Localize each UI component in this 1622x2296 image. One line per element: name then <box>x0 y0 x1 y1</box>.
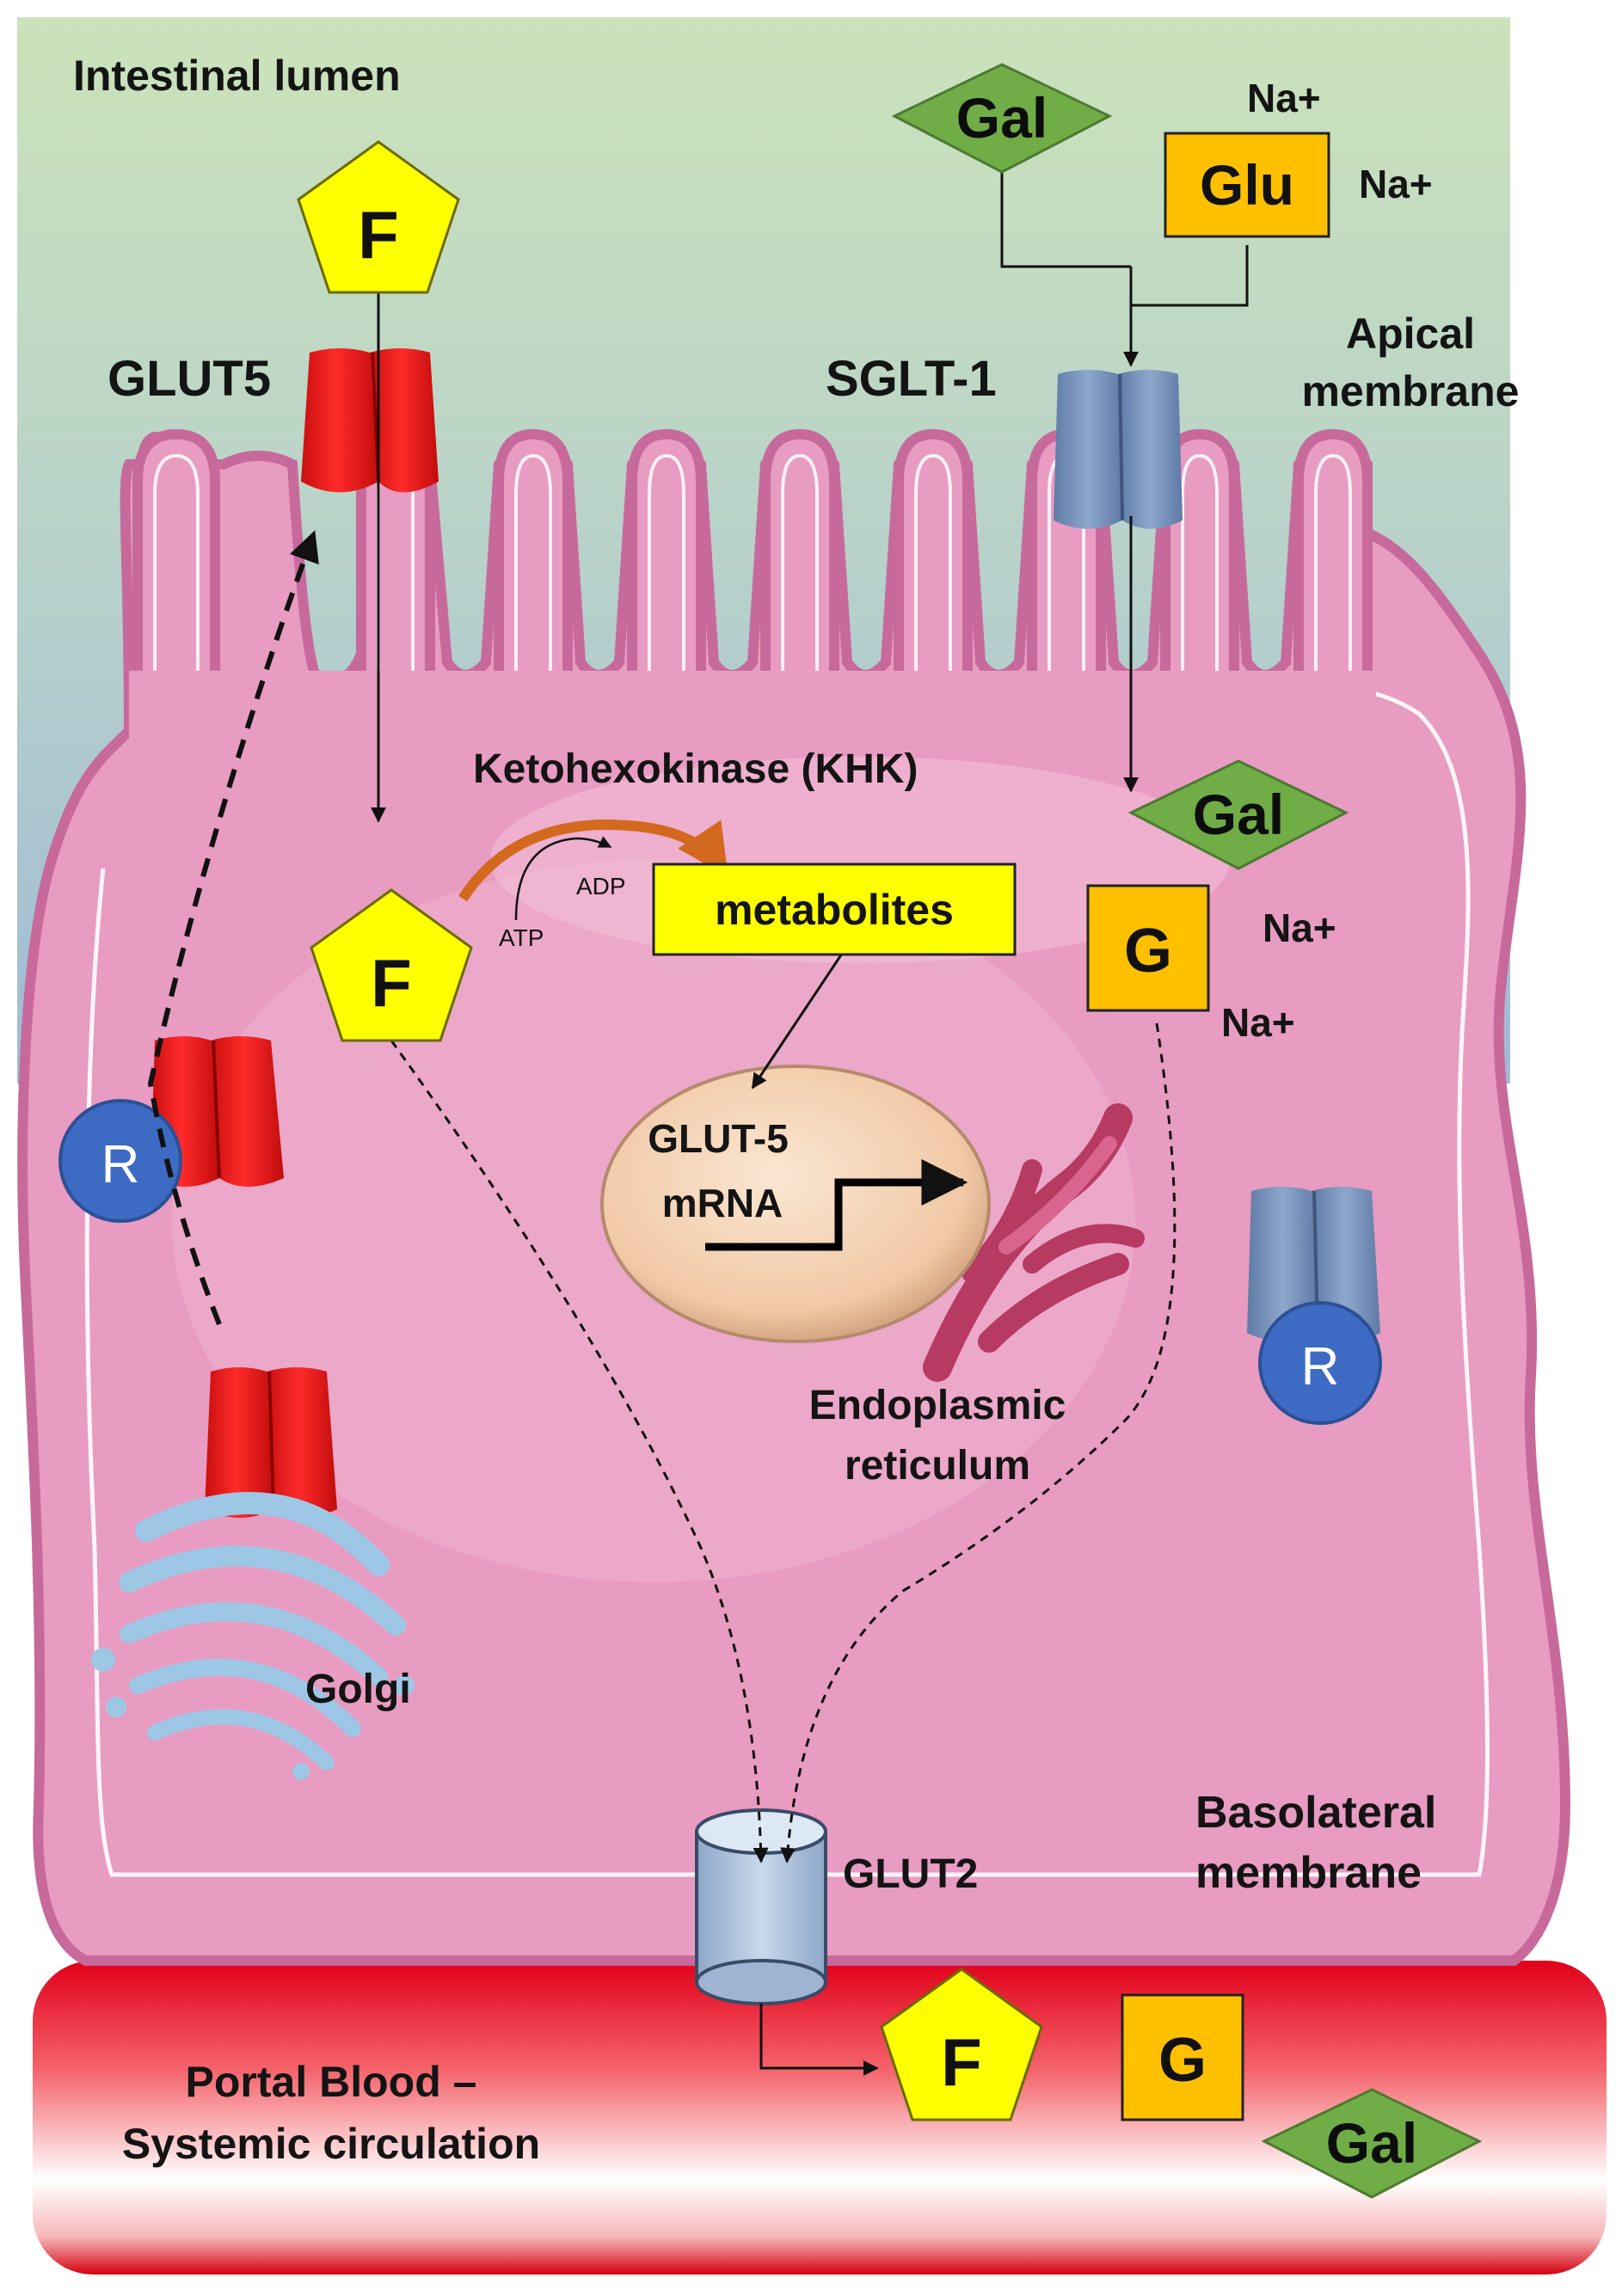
intestinal-lumen-label: Intestinal lumen <box>73 52 401 100</box>
fructose-cytoplasm-pentagon <box>310 888 473 1042</box>
receptor-left-label: R <box>101 1135 140 1194</box>
glucose-blood-box <box>1121 1993 1244 2121</box>
glucose-blood-label: G <box>1158 2026 1207 2095</box>
cell-inner-membrane <box>84 685 1490 1877</box>
glut5-mrna-label-2: mRNA <box>662 1181 783 1225</box>
er-label-2: reticulum <box>845 1443 1030 1489</box>
fructose-blood-pentagon <box>880 1968 1043 2121</box>
metabolites-box <box>652 863 1017 956</box>
basolateral-label-1: Basolateral <box>1195 1788 1436 1838</box>
portal-blood-label-1: Portal Blood – <box>186 2058 477 2106</box>
atp-adp-arrow <box>514 836 612 921</box>
glucose-cytoplasm-box <box>1086 884 1210 1012</box>
glucose-lumen-label: Glu <box>1200 153 1294 217</box>
metabolites-to-nucleus-arrow <box>751 945 849 1090</box>
fructose-cytoplasm-label: F <box>371 945 412 1021</box>
nucleus <box>600 1065 991 1343</box>
receptor-right-label: R <box>1301 1337 1340 1397</box>
golgi-apparatus <box>91 1492 415 1780</box>
glut5-mrna-label-1: GLUT-5 <box>648 1116 789 1161</box>
golgi-label: Golgi <box>305 1667 411 1712</box>
glut5-transporter-golgi <box>205 1367 337 1518</box>
na-plus-lumen-2: Na+ <box>1359 162 1433 206</box>
adp-label: ADP <box>576 873 626 899</box>
atp-label: ATP <box>499 924 544 951</box>
basolateral-label-2: membrane <box>1195 1848 1422 1898</box>
receptor-right <box>1258 1301 1382 1425</box>
galactose-blood-diamond <box>1261 2088 1483 2199</box>
apical-membrane-label-1: Apical <box>1346 310 1475 358</box>
er-label-1: Endoplasmic <box>809 1383 1066 1428</box>
cell-apical-band <box>129 671 1376 748</box>
glucose-lumen-box <box>1164 132 1330 238</box>
metabolites-label: metabolites <box>715 886 954 934</box>
galactose-to-sglt-line <box>1000 168 1131 268</box>
galactose-blood-label: Gal <box>1326 2111 1417 2175</box>
sglt1-label: SGLT-1 <box>826 351 997 407</box>
glucose-cytoplasm-label: G <box>1124 917 1172 985</box>
fructose-lumen-label: F <box>358 197 399 273</box>
receptor-left <box>58 1099 182 1223</box>
khk-reaction-arrow <box>458 820 728 902</box>
glut2-transporter <box>695 1808 827 2005</box>
sglt1-transporter <box>1054 370 1183 529</box>
na-plus-cytoplasm-2: Na+ <box>1221 1000 1295 1045</box>
microvillus <box>627 428 706 688</box>
microvillus <box>1293 428 1373 688</box>
galactose-lumen-label: Gal <box>956 86 1048 150</box>
galactose-cytoplasm-diamond <box>1127 759 1349 870</box>
na-plus-cytoplasm-1: Na+ <box>1263 906 1336 950</box>
microvillus <box>494 428 573 688</box>
glut5-label: GLUT5 <box>108 351 271 407</box>
apical-membrane-label-2: membrane <box>1302 367 1520 415</box>
fructose-to-glut2-arrow <box>390 1040 769 1863</box>
microvillus <box>894 428 973 688</box>
fructose-blood-label: F <box>941 2024 982 2100</box>
galactose-cytoplasm-label: Gal <box>1193 783 1284 846</box>
microvillus <box>760 428 839 688</box>
na-plus-lumen-1: Na+ <box>1247 76 1321 120</box>
fructose-lumen-pentagon <box>297 140 460 294</box>
glut2-to-blood-arrow <box>759 2004 879 2076</box>
transcription-arrow <box>705 1159 968 1251</box>
khk-label: Ketohexokinase (KHK) <box>473 746 918 792</box>
endoplasmic-reticulum <box>923 1103 1145 1382</box>
glut5-trafficking-arrow <box>147 530 319 1326</box>
glut5-transporter-apical <box>301 348 439 493</box>
glucose-to-glut2-arrow <box>780 1022 1177 1863</box>
glucose-to-sglt-line <box>1131 245 1249 307</box>
galactose-lumen-diamond <box>891 63 1113 174</box>
glut2-label: GLUT2 <box>843 1851 978 1897</box>
portal-blood-label-2: Systemic circulation <box>122 2120 540 2168</box>
microvillus <box>132 428 220 688</box>
